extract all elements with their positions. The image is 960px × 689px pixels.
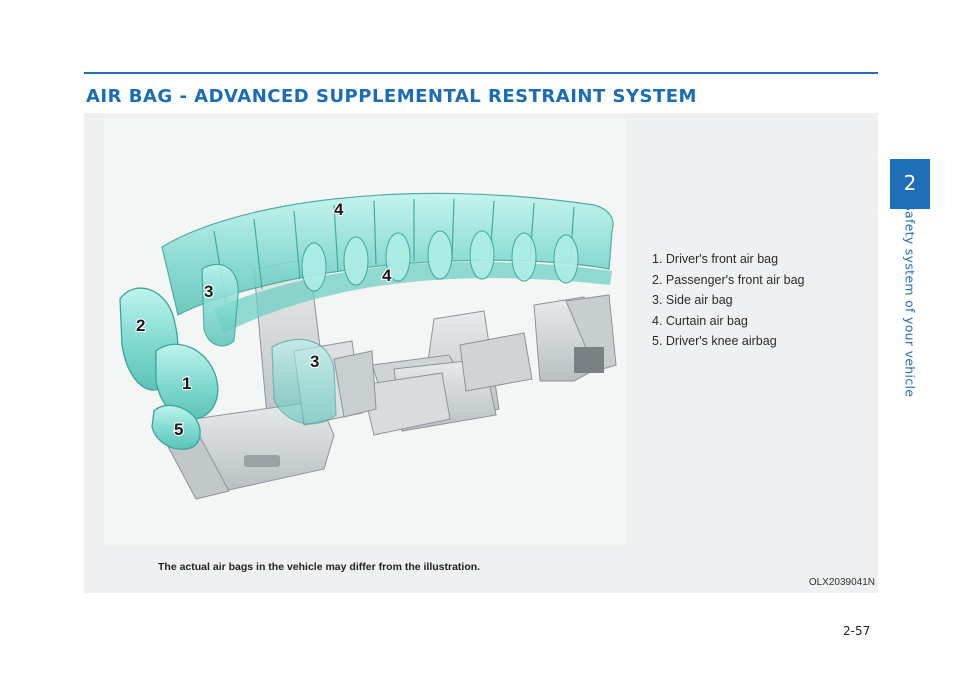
section-title: AIR BAG - ADVANCED SUPPLEMENTAL RESTRAIN… — [86, 86, 697, 107]
airbag-legend: 1. Driver's front air bag 2. Passenger's… — [652, 249, 804, 352]
callout-4-middle: 4 — [382, 266, 392, 285]
airbag-illustration: 1 2 3 3 4 4 5 — [104, 119, 626, 545]
chapter-tab: 2 — [890, 159, 930, 207]
callout-3-front: 3 — [204, 282, 213, 301]
legend-item: 1. Driver's front air bag — [652, 249, 804, 270]
callout-4-top: 4 — [334, 200, 344, 219]
header-rule — [84, 72, 878, 74]
callout-3-rear: 3 — [310, 352, 319, 371]
legend-item: 5. Driver's knee airbag — [652, 331, 804, 352]
page-number: 2-57 — [843, 624, 870, 638]
callout-5: 5 — [174, 420, 183, 439]
vehicle-airbag-drawing: 1 2 3 3 4 4 5 — [104, 119, 626, 545]
callout-1: 1 — [182, 374, 191, 393]
legend-item: 4. Curtain air bag — [652, 311, 804, 332]
illustration-note: The actual air bags in the vehicle may d… — [158, 561, 480, 573]
figure-code: OLX2039041N — [809, 577, 875, 588]
figure-panel: 1 2 3 3 4 4 5 1. Driver's front air bag … — [84, 113, 878, 593]
third-row-seats — [534, 295, 616, 381]
second-row-seats — [362, 311, 532, 435]
chapter-title: Safety system of your vehicle — [903, 203, 918, 397]
legend-item: 2. Passenger's front air bag — [652, 270, 804, 291]
callout-2: 2 — [136, 316, 145, 335]
legend-item: 3. Side air bag — [652, 290, 804, 311]
